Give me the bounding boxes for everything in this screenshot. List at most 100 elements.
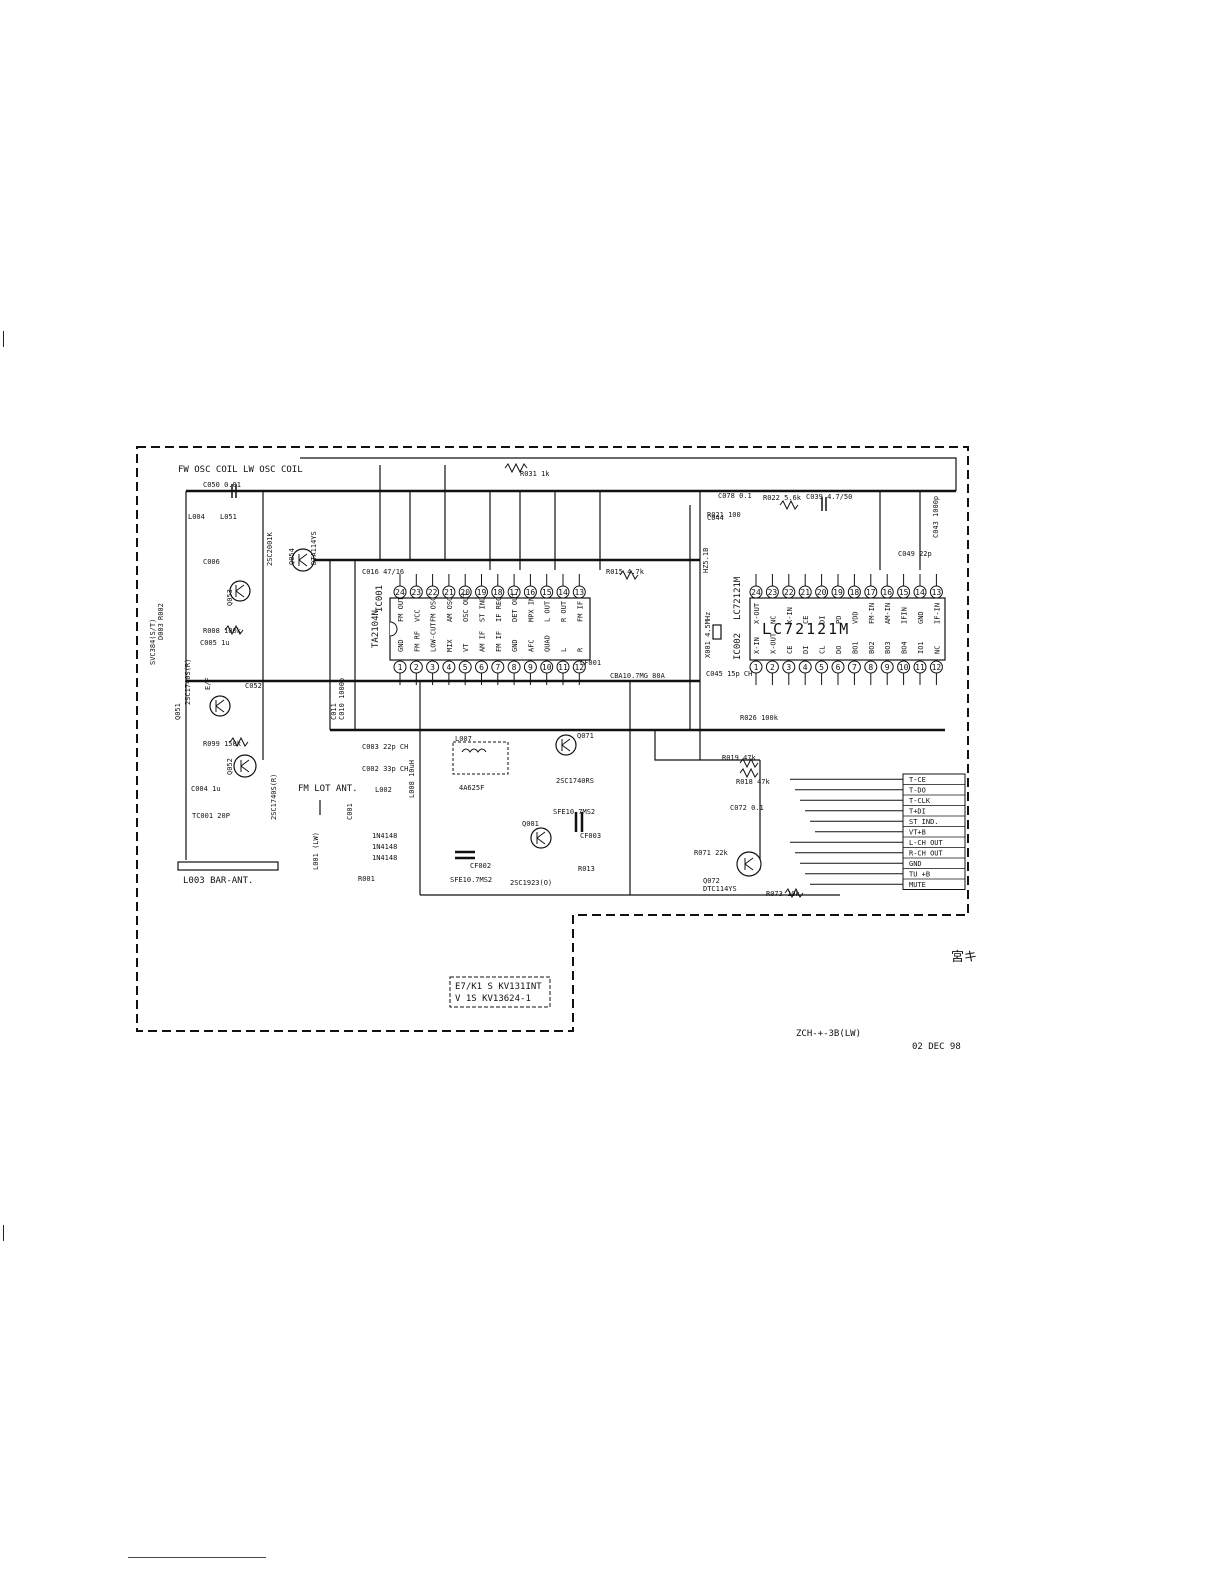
ic-right-top-pin-15 bbox=[897, 585, 911, 599]
ic-right-top-pin-16 bbox=[880, 585, 894, 599]
ic-left-top-pin-21 bbox=[442, 585, 456, 599]
ic-left-top-pin-number: 15 bbox=[542, 588, 552, 597]
connector-label: TU +B bbox=[909, 871, 930, 879]
ic-right-bottom-pin-9 bbox=[880, 660, 894, 674]
ic-right-bottom-pin-number: 12 bbox=[932, 663, 942, 672]
ic-left-bottom-pin-8 bbox=[507, 660, 521, 674]
ic-right-top-pin-number: 21 bbox=[800, 588, 810, 597]
label-q052: Q052 bbox=[226, 758, 234, 775]
ic-left-top-pin-name: IF REQ bbox=[495, 597, 503, 622]
label-fm-ant: FM LOT ANT. bbox=[298, 784, 358, 794]
ic-right-top-pin-number: 23 bbox=[768, 588, 778, 597]
ic-right-bottom-pin-name: CE bbox=[786, 646, 794, 654]
label-r018: R018 47k bbox=[736, 778, 771, 786]
connector-label: VT+B bbox=[909, 829, 926, 837]
ic-right-bottom-pin-2 bbox=[765, 660, 779, 674]
connector-label: T-DO bbox=[909, 787, 926, 795]
label-cf003: CF003 bbox=[580, 832, 601, 840]
ic-right-part-side: LC72121M bbox=[733, 576, 743, 620]
ic-left-top-pin-13 bbox=[572, 585, 586, 599]
ic-left-bottom-pin-name: AM IF bbox=[479, 631, 487, 652]
ic-right-top-pin-name: FM-IN bbox=[868, 603, 876, 624]
connector-label: MUTE bbox=[909, 881, 926, 889]
wire-p bbox=[654, 730, 760, 761]
approval-stamp: 宮キ bbox=[951, 949, 977, 965]
ic-left-bottom-pin-number: 3 bbox=[430, 663, 435, 672]
ic-left-bottom-pin-name: GND bbox=[397, 639, 405, 652]
ic-left-bottom-pin-name: FM IF bbox=[495, 631, 503, 652]
ic-left-bottom-pin-11 bbox=[556, 660, 570, 674]
ic-right-bottom-pin-number: 8 bbox=[868, 663, 873, 672]
ic-right-top-pin-name: PD bbox=[835, 616, 843, 624]
label-q054-part: DTA114YS bbox=[310, 531, 318, 565]
label-q001: Q001 bbox=[522, 820, 539, 828]
ic-right-top-pin-17 bbox=[864, 585, 878, 599]
board-outline bbox=[136, 446, 969, 1032]
ic-left-top-pin-number: 16 bbox=[526, 588, 536, 597]
label-cf001: CF001 bbox=[580, 659, 601, 667]
ic-left-bottom-pin-number: 12 bbox=[574, 663, 584, 672]
label-r019: R019 47k bbox=[722, 754, 757, 762]
ic-right-top-pin-name: IFIN bbox=[901, 607, 909, 624]
ic-left-top-pin-number: 17 bbox=[509, 588, 519, 597]
ic-right-bottom-pin-10 bbox=[897, 660, 911, 674]
label-r073: R073 10k bbox=[766, 890, 801, 898]
crystal-x001 bbox=[712, 624, 722, 640]
osc-coils-label: FW OSC COIL LW OSC COIL bbox=[178, 465, 303, 475]
label-l007-part: 4A625F bbox=[459, 784, 484, 792]
label-r013: R013 bbox=[578, 865, 595, 873]
ic-right-top-pin-number: 18 bbox=[850, 588, 860, 597]
page-corner-mark-top bbox=[3, 331, 4, 347]
resistor-r015 bbox=[619, 569, 639, 581]
ic-left-bottom-pin-name: GND bbox=[511, 639, 519, 652]
ic-left-bottom-pin-number: 9 bbox=[528, 663, 533, 672]
label-l002: L002 bbox=[375, 786, 392, 794]
label-q072: Q072 bbox=[703, 877, 720, 885]
ic-right-bottom-pin-number: 2 bbox=[770, 663, 775, 672]
coil-l007 bbox=[461, 748, 487, 753]
label-q051: Q051 bbox=[174, 703, 182, 720]
ic-right-bottom-pin-3 bbox=[782, 660, 796, 674]
ic-right-bottom-pin-name: BO2 bbox=[868, 641, 876, 654]
ic-right-top-pin-name: X-OUT bbox=[753, 602, 761, 624]
label-l004: L004 bbox=[188, 513, 205, 521]
ic-right-bottom-pin-name: DI bbox=[802, 646, 810, 654]
ic-left-ref: IC001 bbox=[375, 585, 385, 612]
ic-right-top-pin-number: 20 bbox=[817, 588, 827, 597]
resistor-r019 bbox=[739, 757, 759, 769]
label-x001: X001 4.5MHz bbox=[704, 612, 712, 658]
connector-body bbox=[902, 773, 966, 890]
transistor-q071 bbox=[555, 734, 577, 756]
ic-left-bottom-pin-number: 4 bbox=[446, 663, 451, 672]
ic-right-top-pin-19 bbox=[831, 585, 845, 599]
label-c052: C052 bbox=[245, 682, 262, 690]
label-ef: E/F bbox=[204, 677, 212, 690]
connector-label: T-CLK bbox=[909, 797, 931, 805]
connector-label: T-CE bbox=[909, 776, 926, 784]
ic-left-top-pin-name: AM OSC bbox=[446, 597, 454, 622]
connector-label: R-CH OUT bbox=[909, 850, 944, 858]
ic-right-bottom-pin-12 bbox=[929, 660, 943, 674]
ic-left-notch bbox=[389, 621, 398, 637]
ic-right-top-pin-number: 14 bbox=[915, 588, 925, 597]
bar-antenna-l003 bbox=[177, 861, 279, 871]
capacitor-cf003 bbox=[574, 812, 584, 832]
ic-right-top-pin-name: AM-IN bbox=[884, 603, 892, 624]
label-c005: C005 1u bbox=[200, 639, 230, 647]
ic-right-bottom-pin-number: 6 bbox=[836, 663, 841, 672]
ic-left-bottom-pin-5 bbox=[458, 660, 472, 674]
label-tc001: TC001 20P bbox=[192, 812, 230, 820]
ic-left-top-pin-number: 21 bbox=[444, 588, 454, 597]
ic-right-bottom-pin-name: BO1 bbox=[851, 641, 859, 654]
ic-right-top-pin-23 bbox=[765, 585, 779, 599]
ic-right-bottom-pin-number: 5 bbox=[819, 663, 824, 672]
transistor-q052 bbox=[233, 754, 257, 778]
connector-label: L-CH OUT bbox=[909, 839, 944, 847]
ic-right-top-pin-number: 17 bbox=[866, 588, 876, 597]
ic-left-bottom-pin-9 bbox=[523, 660, 537, 674]
ic-right-bottom-pin-number: 4 bbox=[803, 663, 808, 672]
label-q052-part: 2SC1740S(R) bbox=[270, 774, 278, 820]
ic-left-body bbox=[389, 597, 591, 661]
